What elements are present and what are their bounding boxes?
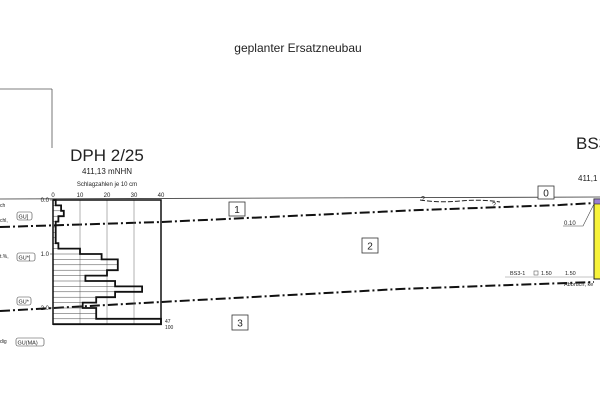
bs-sample-to: 1.50 (565, 271, 576, 277)
x-tick-label: 30 (131, 193, 138, 199)
blow-count-profile (53, 199, 162, 326)
bs-sample-from: 1.50 (541, 271, 552, 277)
layer-boundary-2-3 (0, 281, 595, 312)
drawing-title: geplanter Ersatzneubau (234, 41, 361, 55)
svg-text:GU*: GU* (19, 300, 30, 306)
uncertain-boundary (419, 199, 501, 203)
x-tick-label: 40 (158, 193, 165, 199)
dph-name: DPH 2/25 (70, 146, 144, 165)
dph-axis-label: Schlagzahlen je 10 cm (77, 182, 137, 188)
svg-text:2: 2 (367, 242, 373, 253)
layer-label-0: 0 (537, 185, 555, 200)
layer-label-2: 2 (361, 237, 379, 254)
svg-text:0: 0 (543, 189, 549, 200)
bs-elevation: 411,1 (578, 174, 598, 183)
sample-icon (533, 270, 539, 276)
bs-topsoil (593, 198, 600, 205)
soil-code-gu-star: GU*] (16, 252, 36, 262)
svg-text:GU*]: GU*] (19, 256, 31, 262)
refusal-label: 47 (165, 319, 171, 325)
svg-text:1: 1 (234, 205, 240, 216)
depth-tick-label: 2.0 (41, 306, 50, 312)
x-tick-label: 20 (104, 193, 111, 199)
bs-column (593, 198, 600, 280)
soil-code-gu: GU] (16, 211, 33, 221)
refusal-label: 100 (165, 325, 174, 331)
dph-frame (52, 199, 162, 325)
bs-name: BS3 (576, 134, 600, 153)
soil-fragment: dig (0, 339, 7, 345)
depth-tick-label: 1.0 (41, 252, 50, 258)
x-tick-label: 0 (51, 193, 55, 199)
layer-label-3: 3 (231, 314, 249, 331)
bs-end-note: Abbruch, ke (564, 282, 593, 288)
bs-depth-label: 0.10 (564, 221, 576, 227)
soil-code-gu-star-2: GU* (16, 296, 32, 306)
x-tick-label: 10 (77, 193, 84, 199)
question-mark-icon: ? (492, 202, 496, 209)
svg-text:GU(MA): GU(MA) (18, 341, 38, 347)
depth-tick-label: 0.0 (41, 198, 50, 204)
question-mark-icon: ? (421, 196, 425, 203)
dph-elevation: 411,13 mNHN (82, 167, 132, 176)
depth-leader (563, 203, 595, 227)
soil-fragment: chl, (0, 218, 8, 224)
soil-code-gu-ma: GU(MA) (15, 337, 45, 347)
layer-label-1: 1 (228, 201, 246, 217)
svg-text:GU]: GU] (19, 215, 29, 221)
soil-fragment: ch (0, 203, 6, 209)
ground-surface-line (0, 196, 600, 200)
svg-text:3: 3 (237, 319, 243, 330)
soil-fragment: t.%, (0, 254, 9, 260)
bs-sample: BS3-1 (510, 271, 525, 277)
layer-boundary-1-2 (0, 202, 595, 228)
